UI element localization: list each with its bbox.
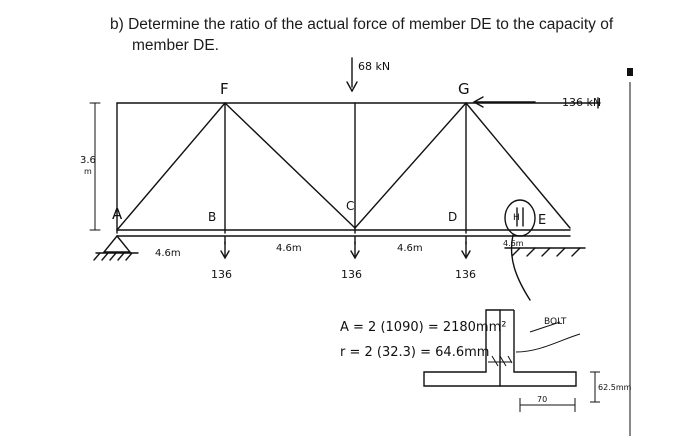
bolt-label: BOLT — [544, 317, 567, 327]
member-CG — [354, 102, 467, 229]
gap-label: 70 — [537, 395, 547, 404]
node-F: F — [220, 80, 229, 98]
detail-lead-line — [510, 234, 531, 301]
horizontal-load-label: 136 kN — [562, 96, 601, 109]
question-line-1: b) Determine the ratio of the actual for… — [110, 16, 614, 33]
angle-right — [500, 310, 577, 387]
panel-dim-2: 4.6m — [276, 243, 302, 254]
member-GE — [465, 102, 571, 229]
connection-detail-circle — [504, 199, 536, 237]
area-note: A = 2 (1090) = 2180mm² — [340, 320, 506, 335]
question-line-2: member DE. — [132, 37, 219, 54]
panel-dim-1: 4.6m — [155, 248, 181, 259]
node-H: H — [513, 213, 520, 223]
height-label: 3.6 — [80, 155, 96, 166]
leg-label: 62.5mm — [598, 383, 632, 392]
load-label-B: 136 — [211, 268, 232, 281]
double-angle-section — [423, 309, 600, 412]
load-label-C: 136 — [341, 268, 362, 281]
height-unit: m — [84, 167, 92, 176]
radius-note: r = 2 (32.3) = 64.6mm — [340, 345, 489, 360]
node-G: G — [458, 80, 470, 98]
member-FC — [224, 102, 356, 229]
edge-mark — [627, 68, 633, 76]
panel-dim-3: 4.6m — [397, 243, 423, 254]
node-A: A — [112, 205, 123, 223]
pin-support — [102, 234, 132, 253]
node-C: C — [346, 199, 354, 213]
load-label-D: 136 — [455, 268, 476, 281]
node-D: D — [448, 210, 457, 224]
bolt-leader — [529, 321, 561, 333]
pin-note: 4.6m — [503, 239, 524, 248]
node-B: B — [208, 210, 216, 224]
question-text: b) Determine the ratio of the actual for… — [110, 14, 690, 56]
member-AF — [116, 102, 226, 231]
top-load-label: 68 kN — [358, 60, 390, 73]
node-E: E — [538, 213, 546, 228]
